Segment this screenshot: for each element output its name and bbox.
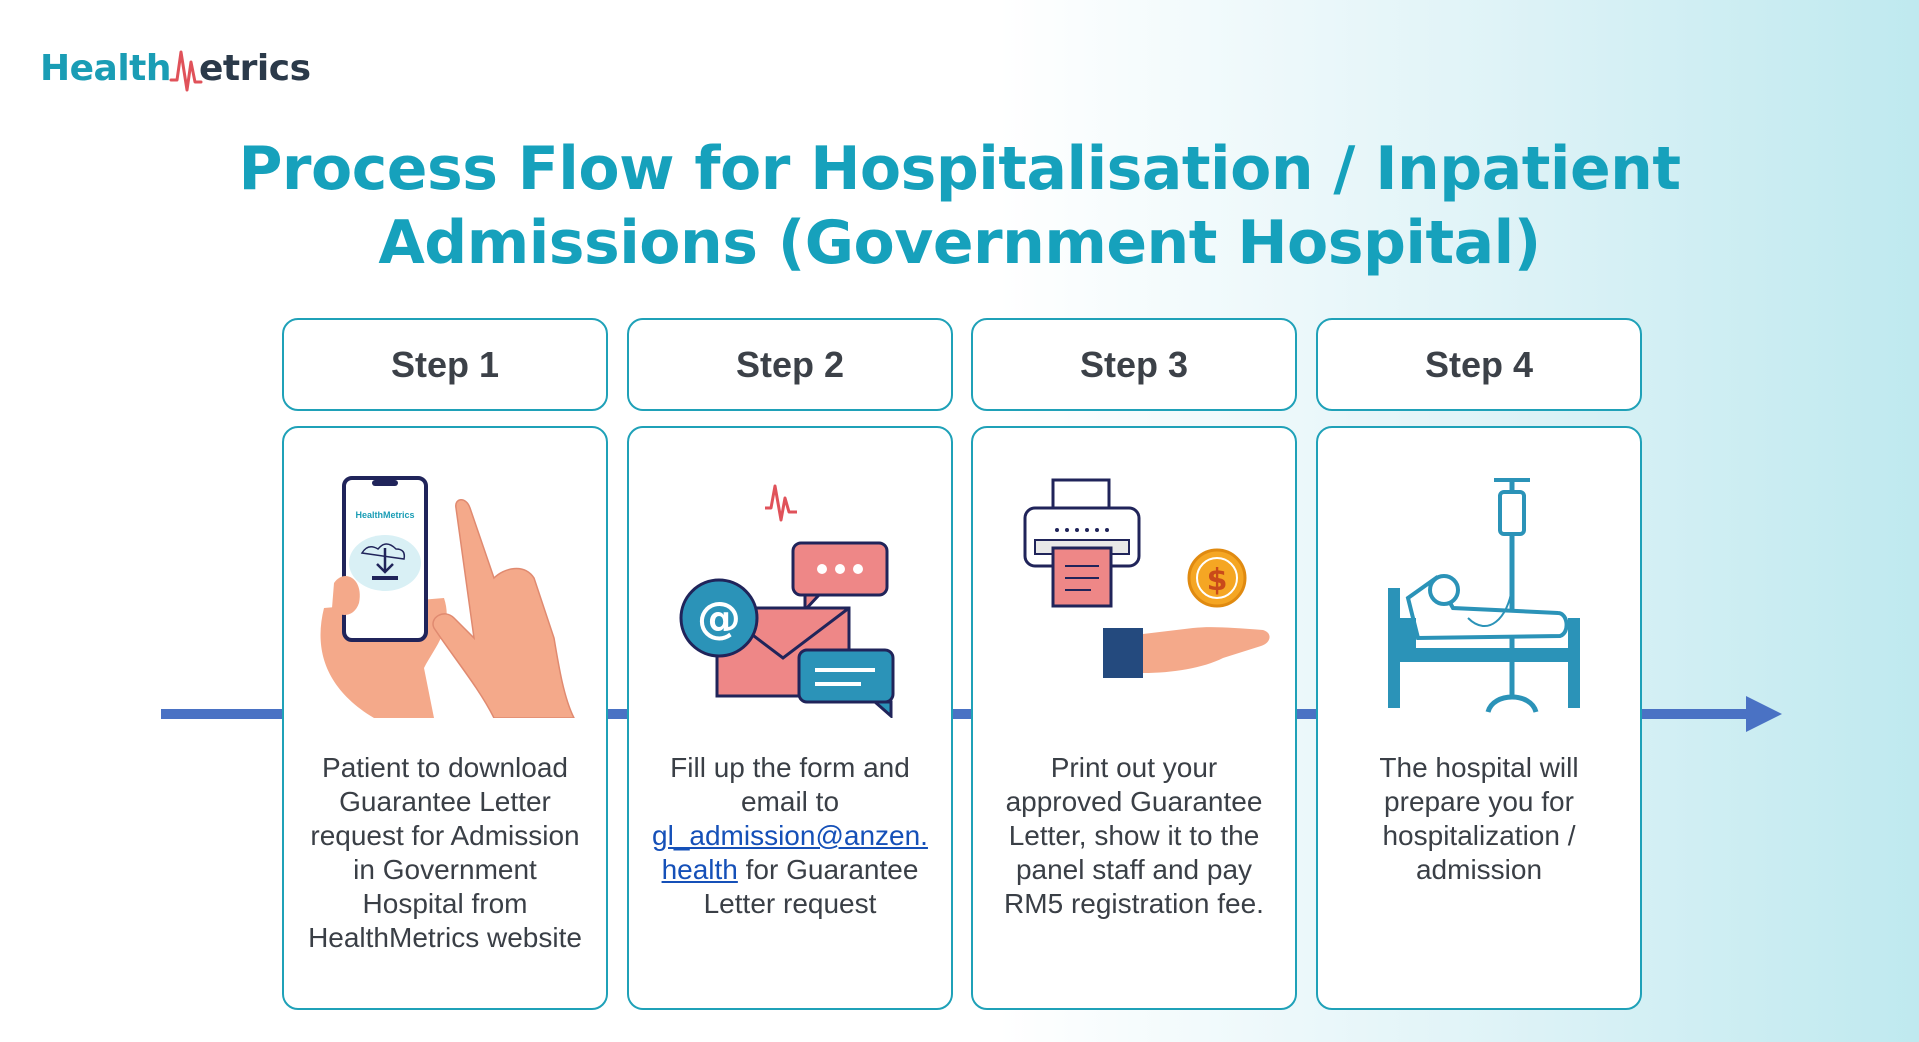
email-link-part2: health bbox=[661, 854, 738, 885]
svg-text:@: @ bbox=[697, 593, 741, 644]
heartbeat-logo-icon bbox=[169, 50, 203, 92]
flow-line bbox=[161, 709, 1751, 719]
step-2-card: @ Fill up the form and email to gl_admis… bbox=[627, 426, 953, 1010]
step-2-description: Fill up the form and email to gl_admissi… bbox=[647, 751, 933, 921]
logo-text-etrics: etrics bbox=[199, 47, 311, 89]
step-3-header: Step 3 bbox=[971, 318, 1297, 411]
email-icon: @ bbox=[679, 484, 895, 718]
logo: Health etrics bbox=[40, 38, 311, 98]
step-2-header: Step 2 bbox=[627, 318, 953, 411]
title-line-1: Process Flow for Hospitalisation / Inpat… bbox=[238, 134, 1681, 204]
step-1-description: Patient to download Guarantee Letter req… bbox=[308, 752, 582, 953]
email-link-part1: gl_admission@anzen. bbox=[652, 820, 928, 851]
step-4-header: Step 4 bbox=[1316, 318, 1642, 411]
step-4-description: The hospital will prepare you for hospit… bbox=[1379, 752, 1579, 885]
flow-arrow-icon bbox=[1746, 696, 1782, 732]
step-3-card: $ Print out your approved Guarantee Lett… bbox=[971, 426, 1297, 1010]
hospital-bed-icon bbox=[1388, 478, 1580, 714]
step-1-header: Step 1 bbox=[282, 318, 608, 411]
phone-download-icon: HealthMetrics bbox=[320, 476, 575, 718]
phone-logo-text: HealthMetrics bbox=[355, 510, 414, 520]
svg-text:$: $ bbox=[1207, 563, 1228, 598]
step-2-desc-post: for Guarantee Letter request bbox=[703, 854, 919, 919]
step-3-description: Print out your approved Guarantee Letter… bbox=[1004, 752, 1264, 919]
step-1-card: HealthMetrics Patient to download Guaran… bbox=[282, 426, 608, 1010]
step-4-card: The hospital will prepare you for hospit… bbox=[1316, 426, 1642, 1010]
page-title: Process Flow for Hospitalisation / Inpat… bbox=[0, 132, 1919, 280]
email-link[interactable]: gl_admission@anzen.health bbox=[652, 820, 928, 885]
step-2-desc-pre: Fill up the form and email to bbox=[670, 752, 910, 817]
title-line-2: Admissions (Government Hospital) bbox=[378, 208, 1541, 278]
printer-payment-icon: $ bbox=[1023, 478, 1270, 678]
logo-text-health: Health bbox=[40, 47, 172, 89]
